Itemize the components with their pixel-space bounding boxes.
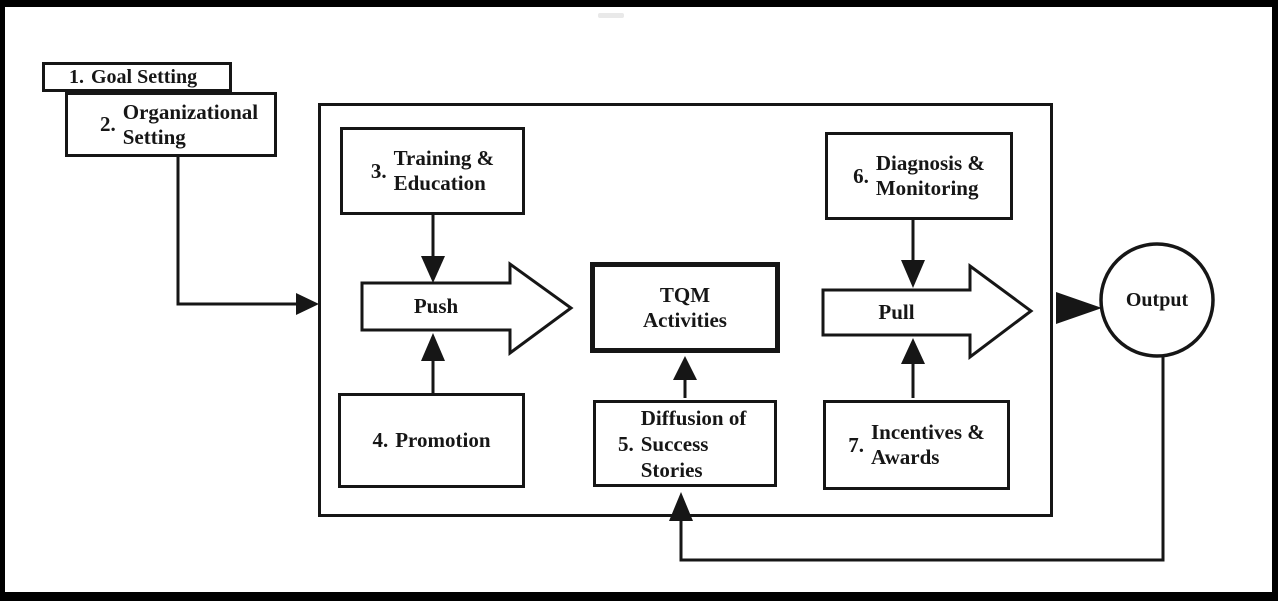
node-label: Promotion	[395, 428, 491, 452]
pull-label: Pull	[878, 300, 915, 324]
node-number: 2.	[100, 112, 116, 136]
node-label: Diagnosis & Monitoring	[875, 151, 985, 200]
arrowhead-incentives-pull	[901, 338, 925, 364]
node-number: 3.	[370, 158, 387, 183]
output-label: Output	[1125, 288, 1189, 311]
node-label: Goal Setting	[91, 66, 198, 88]
node-training-education: 3. Training & Education	[340, 127, 525, 215]
frame-border-left	[0, 0, 5, 601]
edge-output-feedback-loop	[679, 355, 1165, 562]
node-number: 7.	[848, 432, 864, 457]
node-number: 5.	[618, 431, 634, 456]
node-number: 4.	[372, 428, 389, 452]
node-organizational-setting: 2. Organizational Setting	[65, 92, 277, 157]
arrowhead-feedback-diffusion	[669, 492, 693, 521]
frame-border-top	[0, 0, 1278, 7]
frame-border-bottom	[0, 592, 1278, 601]
node-label: TQM Activities	[643, 282, 727, 332]
node-diffusion-success-stories: 5. Diffusion of Success Stories	[593, 400, 777, 487]
node-label: Incentives & Awards	[871, 420, 985, 469]
scan-smudge	[598, 13, 624, 18]
arrowhead-promotion-push	[421, 333, 445, 361]
pull-block-arrow	[821, 263, 1034, 361]
node-goal-setting: 1. Goal Setting	[42, 62, 232, 92]
node-label: Training & Education	[393, 146, 495, 195]
output-circle	[1099, 242, 1215, 358]
push-label: Push	[413, 294, 459, 318]
node-promotion: 4. Promotion	[338, 393, 525, 488]
push-block-arrow	[360, 261, 574, 356]
node-tqm-activities: TQM Activities	[590, 262, 780, 353]
arrowhead-diffusion-tqm	[673, 356, 697, 380]
arrowhead-training-push	[421, 256, 445, 283]
arrowhead-diagnosis-pull	[901, 260, 925, 288]
node-label: Organizational Setting	[122, 99, 259, 149]
node-label: Diffusion of Success Stories	[640, 405, 747, 482]
edge-orgsetting-to-container	[176, 157, 296, 306]
frame-border-right	[1272, 0, 1278, 601]
arrowhead-container-output	[1056, 292, 1102, 324]
node-number: 6.	[853, 163, 869, 188]
arrowhead-into-container	[296, 293, 319, 315]
node-number: 1.	[69, 66, 84, 88]
node-diagnosis-monitoring: 6. Diagnosis & Monitoring	[825, 132, 1013, 220]
node-incentives-awards: 7. Incentives & Awards	[823, 400, 1010, 490]
